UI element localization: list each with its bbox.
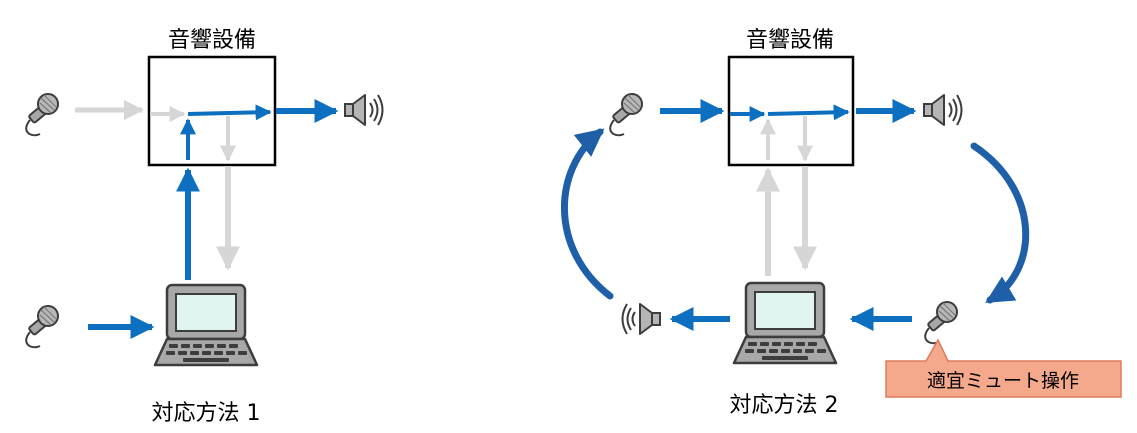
box-title-2: 音響設備	[746, 28, 834, 53]
caption-1: 対応方法 1	[152, 401, 261, 426]
internal-right-arrow	[187, 104, 272, 121]
internal-out-arrow	[767, 104, 850, 121]
speaker-to-mic-curved-arrow	[970, 142, 1030, 304]
laptop-icon	[732, 281, 838, 365]
speaker-icon	[344, 94, 384, 126]
mute-callout-text: 適宜ミュート操作	[927, 370, 1079, 392]
diagram-2: 音響設備 適宜ミュート操作 対応方法 2	[560, 28, 1122, 418]
audio-equipment-box-2	[727, 55, 855, 167]
microphone-icon	[924, 301, 958, 345]
diagram-1: 音響設備 対応方法 1	[25, 28, 384, 426]
microphone-icon	[609, 93, 643, 137]
speaker-icon	[621, 303, 661, 335]
microphone-icon	[25, 305, 59, 349]
box-title-1: 音響設備	[168, 28, 256, 53]
microphone-icon	[25, 93, 59, 137]
speaker-icon	[923, 94, 963, 126]
mute-callout-box	[885, 338, 1122, 398]
caption-2: 対応方法 2	[730, 393, 839, 418]
audio-equipment-box-1	[147, 55, 277, 167]
speaker-to-mic-left-curved-arrow	[560, 128, 614, 300]
laptop-icon	[153, 283, 259, 367]
